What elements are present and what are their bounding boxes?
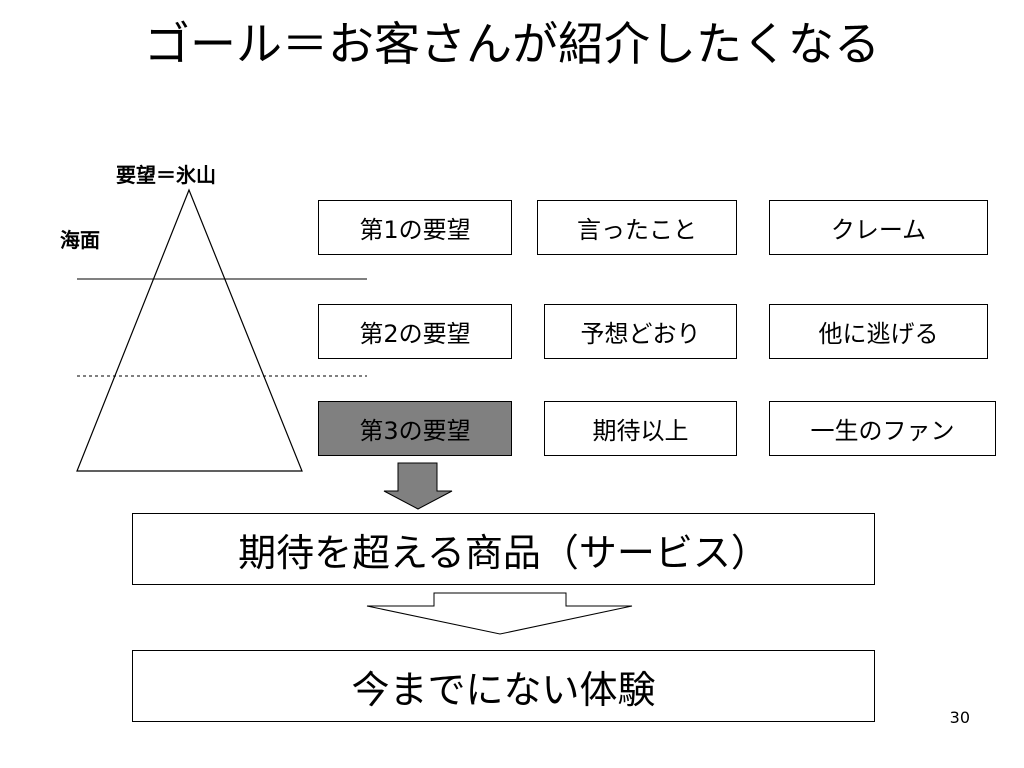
outcome-box-1: クレーム xyxy=(769,200,988,255)
outcome-box-3: 一生のファン xyxy=(769,401,996,456)
iceberg-label: 要望＝氷山 xyxy=(116,163,216,187)
description-box-1: 言ったこと xyxy=(537,200,737,255)
level-box-1: 第1の要望 xyxy=(318,200,512,255)
outcome-box-2: 他に逃げる xyxy=(769,304,988,359)
result-box: 期待を超える商品（サービス） xyxy=(132,513,875,585)
sea-label: 海面 xyxy=(60,228,100,252)
slide-title: ゴール＝お客さんが紹介したくなる xyxy=(144,17,880,71)
level-box-3: 第3の要望 xyxy=(318,401,512,456)
description-box-2: 予想どおり xyxy=(544,304,737,359)
down-arrow-white xyxy=(366,592,633,635)
iceberg-triangle xyxy=(76,188,303,472)
final-box: 今までにない体験 xyxy=(132,650,875,722)
down-arrow-gray xyxy=(383,462,453,510)
page-number: 30 xyxy=(949,708,970,727)
description-box-3: 期待以上 xyxy=(544,401,737,456)
level-box-2: 第2の要望 xyxy=(318,304,512,359)
